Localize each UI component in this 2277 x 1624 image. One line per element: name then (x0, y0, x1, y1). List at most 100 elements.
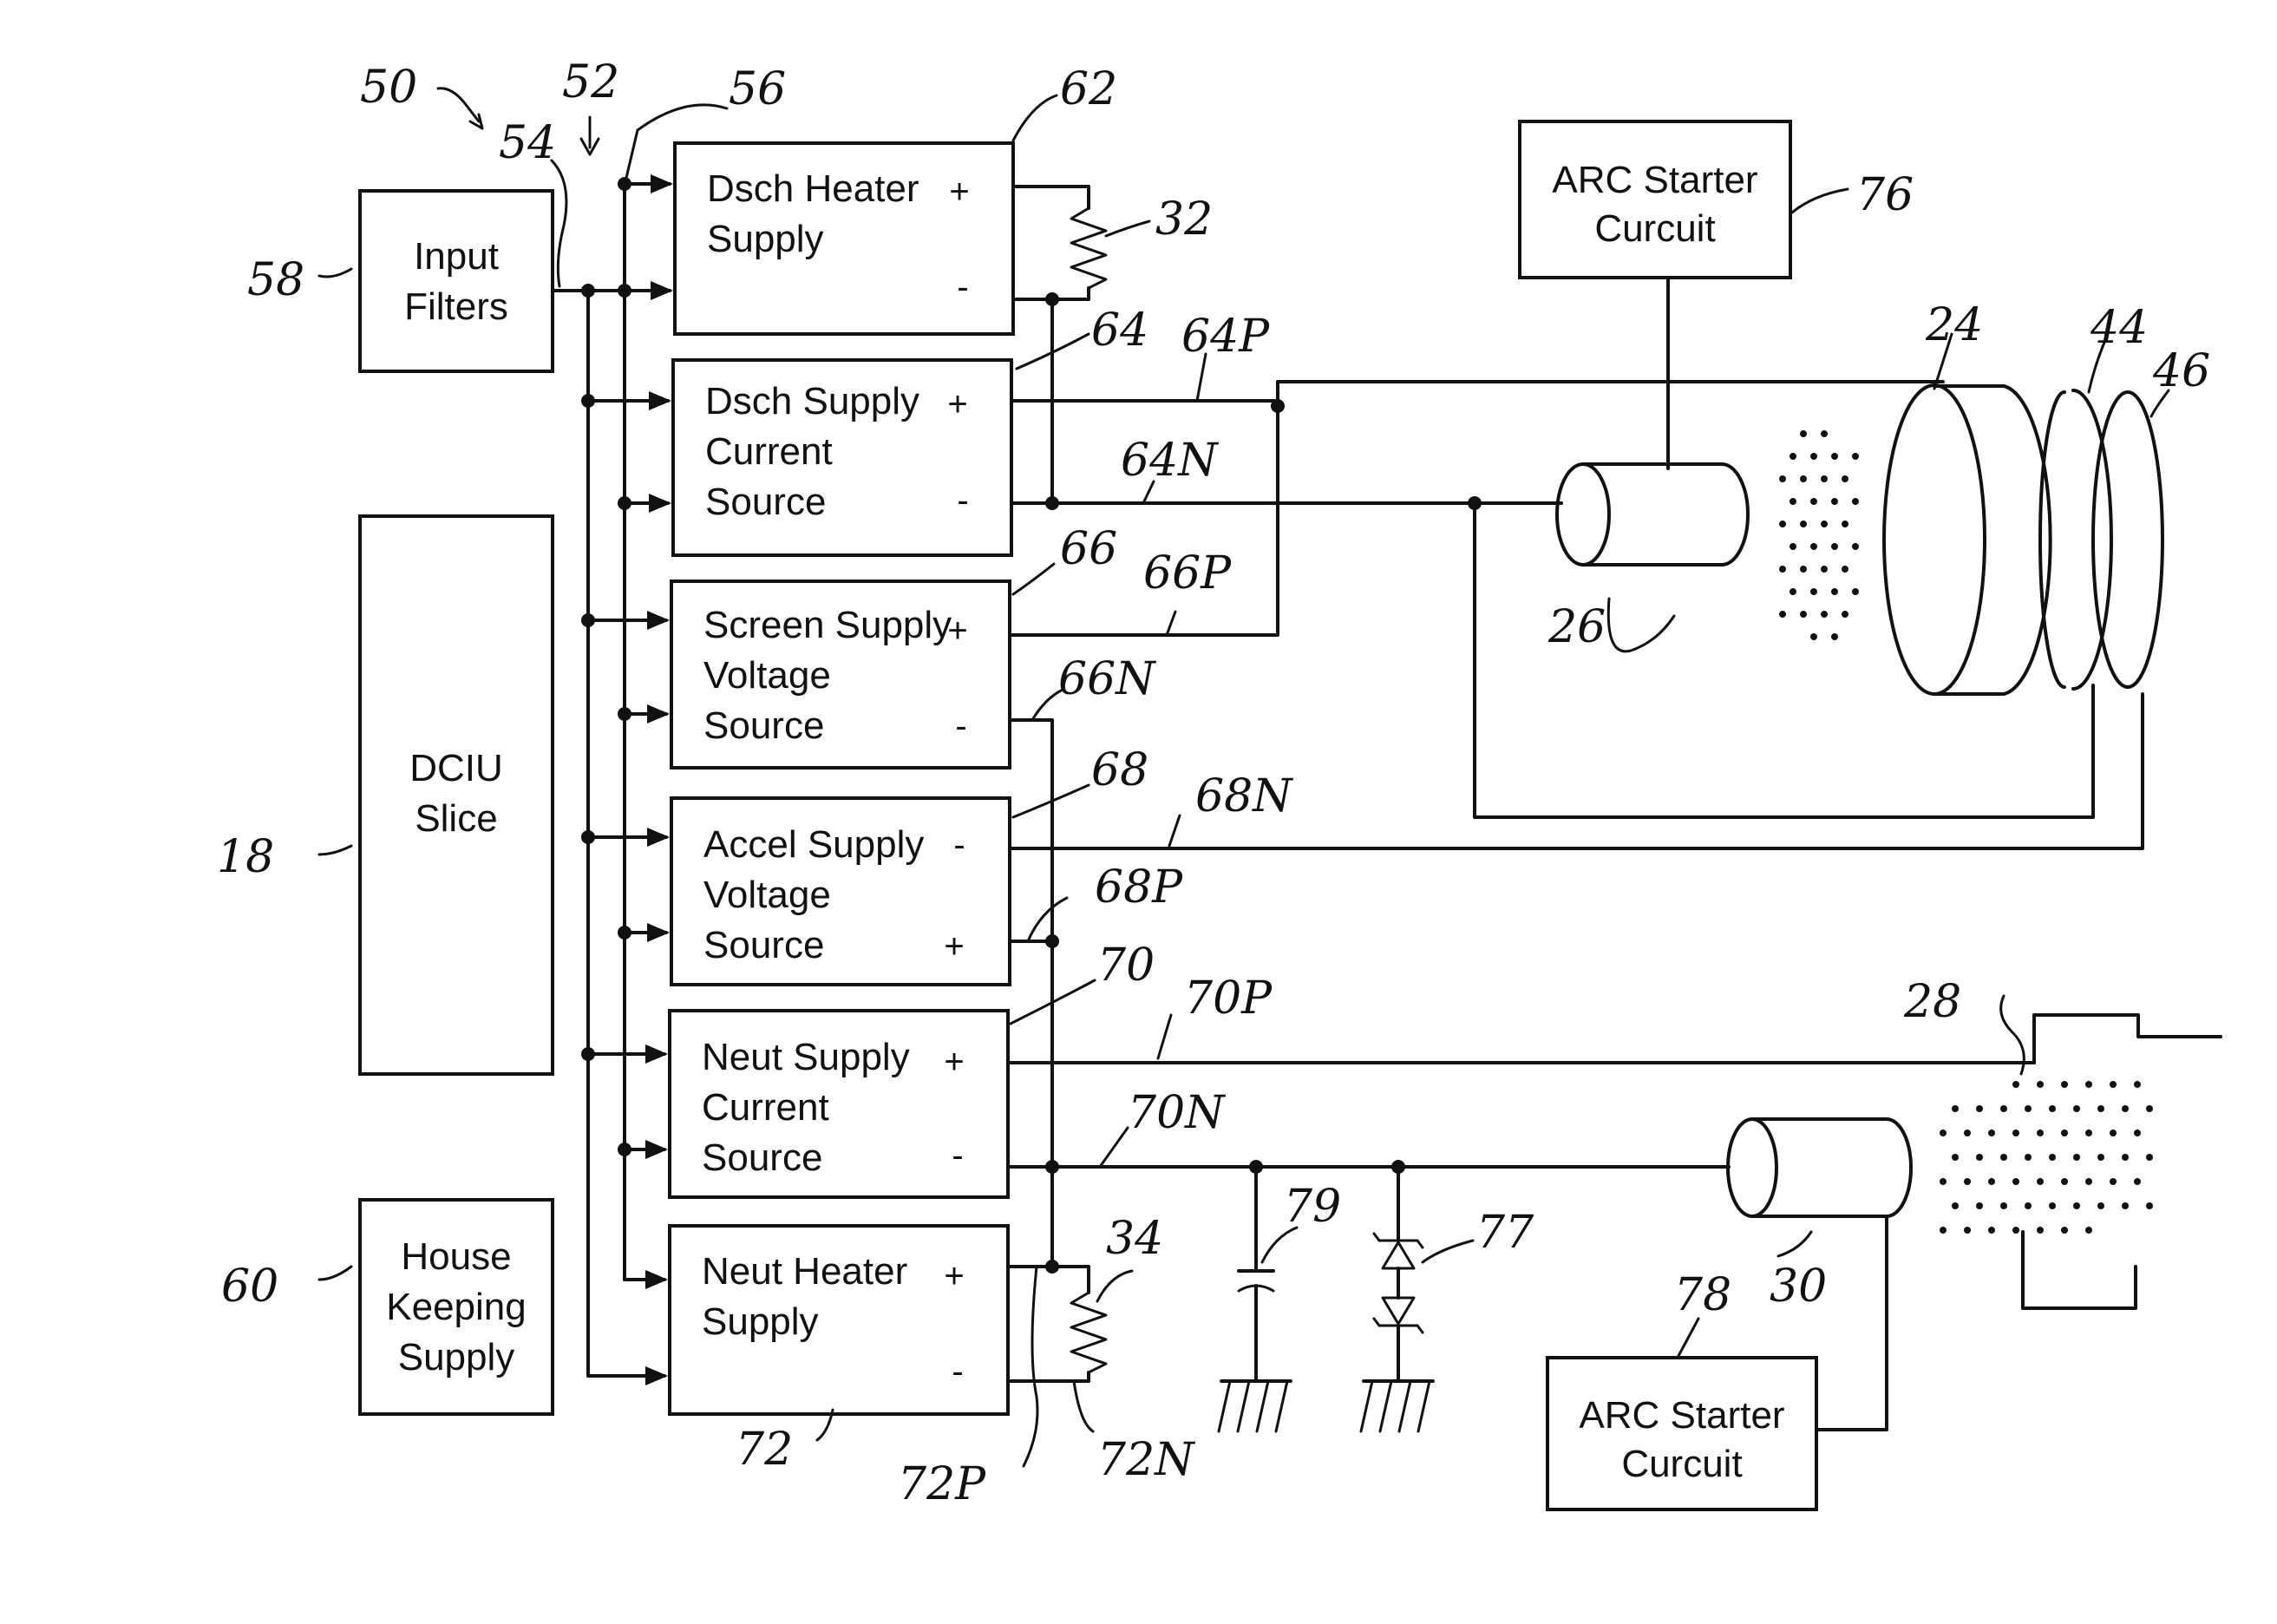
plasma-dot (1988, 1227, 1995, 1234)
ref-70n: 70N (1128, 1087, 1226, 1139)
accel-supply-plus: + (944, 927, 964, 966)
junction-dot (581, 1047, 595, 1061)
arc-starter-top-label-line1: ARC Starter (1552, 159, 1757, 201)
arrow-head-icon (645, 1140, 668, 1159)
neut-heater-minus: - (952, 1352, 963, 1391)
ref-46: 46 (2152, 345, 2210, 397)
accel-supply-label-line3: Source (703, 924, 824, 966)
ref-44: 44 (2090, 302, 2148, 354)
input-filters-label-line1: Input (414, 235, 499, 278)
plasma-dot (2049, 1154, 2056, 1161)
neut-supply-label-line1: Neut Supply (702, 1036, 910, 1078)
plasma-dot (1831, 453, 1838, 460)
junction-dot (618, 1143, 631, 1156)
ref-66: 66 (1060, 523, 1117, 575)
plasma-dot (1800, 566, 1807, 573)
bus-taps (581, 174, 673, 1385)
plasma-dot (1821, 475, 1828, 482)
house-keeping-supply-block: House Keeping Supply (360, 1200, 553, 1414)
plasma-dot (2037, 1178, 2044, 1185)
plasma-dot (1831, 543, 1838, 550)
plasma-dot (1821, 430, 1828, 437)
dsch-supply-plus: + (947, 385, 967, 423)
plasma-dot (1842, 566, 1848, 573)
plasma-dot (1800, 611, 1807, 618)
neutralizer-heater-wiring (1008, 1260, 1106, 1381)
screen-supply-minus: - (955, 707, 966, 745)
neutralizer-plasma-dots (1940, 1081, 2153, 1234)
plasma-dot (1790, 543, 1796, 550)
ref-60: 60 (221, 1261, 278, 1313)
plasma-dot (2037, 1227, 2044, 1234)
junction-dot (618, 177, 631, 191)
accel-supply-label-line1: Accel Supply (703, 823, 924, 866)
plasma-dot (2146, 1105, 2153, 1112)
arrow-head-icon (647, 611, 670, 630)
screen-supply-voltage-source-block: Screen Supply Voltage Source + - (671, 581, 1010, 768)
input-filters-label-line2: Filters (404, 285, 508, 328)
plasma-dot (2122, 1154, 2129, 1161)
plasma-dot (1821, 611, 1828, 618)
screen-supply-label-line2: Voltage (703, 654, 831, 697)
junction-dot (618, 707, 631, 721)
plasma-dot (1964, 1130, 1971, 1136)
ref-32: 32 (1155, 193, 1213, 246)
plasma-dot (1988, 1178, 1995, 1185)
discharge-cathode-26 (1557, 464, 1748, 565)
plasma-dot (2073, 1202, 2080, 1209)
arrow-head-icon (647, 828, 670, 847)
plasma-dot (1940, 1178, 1947, 1185)
ref-64n: 64N (1121, 435, 1219, 487)
plasma-dot (1852, 498, 1859, 505)
ref-68n: 68N (1195, 770, 1293, 822)
plasma-dot (1800, 430, 1807, 437)
dciu-slice-label-line2: Slice (415, 797, 497, 840)
plasma-dot (1964, 1227, 1971, 1234)
ref-54: 54 (499, 117, 556, 169)
plasma-dot (2000, 1105, 2007, 1112)
plasma-dot (2085, 1130, 2092, 1136)
plasma-dot (1976, 1154, 1983, 1161)
ref-68: 68 (1091, 744, 1148, 796)
ref-72p: 72P (898, 1458, 986, 1510)
plasma-dot (2061, 1178, 2068, 1185)
plasma-dot (2097, 1105, 2104, 1112)
arrow-head-icon (649, 391, 671, 410)
dsch-supply-label-line1: Dsch Supply (705, 380, 919, 422)
plasma-dot (1842, 611, 1848, 618)
plasma-dot (1779, 475, 1786, 482)
plasma-dot (2012, 1227, 2019, 1234)
ref-68p: 68P (1095, 861, 1183, 914)
input-bus (553, 184, 659, 1376)
neut-supply-plus: + (944, 1043, 964, 1081)
plasma-dot (1821, 566, 1828, 573)
plasma-dot (2146, 1154, 2153, 1161)
arrow-head-icon (647, 923, 670, 942)
plasma-dot (1842, 475, 1848, 482)
plasma-dot (1831, 588, 1838, 595)
keeper-electrode-28 (2001, 996, 2221, 1308)
neut-supply-current-source-block: Neut Supply Current Source + - (670, 1011, 1008, 1197)
ref-56: 56 (729, 63, 786, 115)
plasma-dot (2122, 1105, 2129, 1112)
plasma-dot (1790, 453, 1796, 460)
plasma-dot (1976, 1105, 1983, 1112)
plasma-dot (1852, 588, 1859, 595)
plasma-dot (1800, 521, 1807, 527)
ref-64p: 64P (1181, 311, 1270, 363)
plasma-dot (2025, 1105, 2032, 1112)
ref-18: 18 (217, 831, 274, 883)
plasma-dot (2097, 1154, 2104, 1161)
zener-diodes-77 (1361, 1167, 1433, 1431)
dsch-heater-supply-block: Dsch Heater Supply + - (675, 143, 1013, 334)
house-keeping-label-line1: House (401, 1235, 511, 1278)
plasma-dot (1952, 1154, 1959, 1161)
plasma-dot (2061, 1130, 2068, 1136)
accel-supply-voltage-source-block: Accel Supply Voltage Source - + (671, 798, 1010, 985)
plasma-dot (2122, 1202, 2129, 1209)
accel-supply-label-line2: Voltage (703, 874, 831, 916)
plasma-dot (1852, 543, 1859, 550)
plasma-dot (1790, 498, 1796, 505)
ref-76: 76 (1856, 169, 1914, 221)
plasma-dot (1831, 633, 1838, 640)
